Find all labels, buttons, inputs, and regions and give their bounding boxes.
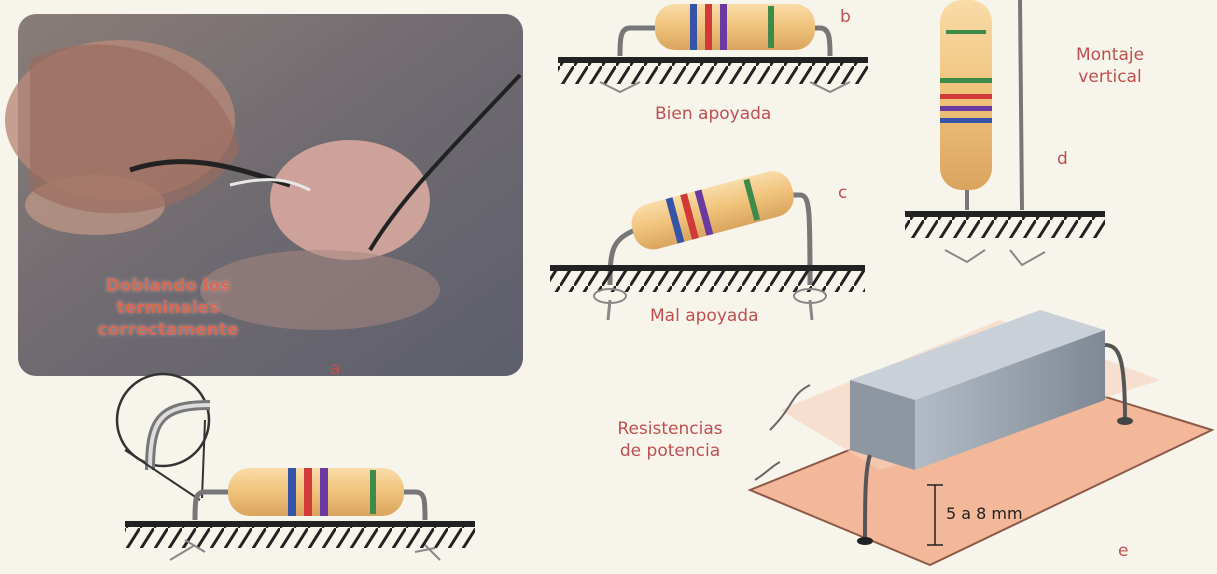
resistor-d xyxy=(905,0,1105,265)
montaje-vertical-label: Montaje vertical xyxy=(1060,44,1160,88)
photo-caption-line2: terminales xyxy=(68,297,268,319)
resistencias-potencia-label: Resistencias de potencia xyxy=(600,418,740,462)
photo-caption-line1: Doblando los xyxy=(68,275,268,297)
montaje-line1: Montaje xyxy=(1060,44,1160,66)
potencia-line1: Resistencias xyxy=(600,418,740,440)
letter-b: b xyxy=(840,6,851,28)
bien-apoyada-label: Bien apoyada xyxy=(655,103,771,125)
mal-apoyada-label: Mal apoyada xyxy=(650,305,759,327)
resistor-body xyxy=(228,468,404,516)
photo-caption-line3: correctamente xyxy=(68,319,268,341)
resistor-c xyxy=(550,167,865,320)
letter-a: a xyxy=(330,358,340,380)
resistor-body xyxy=(655,4,815,50)
montaje-line2: vertical xyxy=(1060,66,1160,88)
letter-d: d xyxy=(1057,148,1068,170)
potencia-line2: de potencia xyxy=(600,440,740,462)
resistor-b xyxy=(558,4,868,92)
resistor-a xyxy=(117,374,475,560)
photo-caption: Doblando los terminales correctamente xyxy=(68,275,268,341)
resistor-body xyxy=(627,167,798,254)
height-note: 5 a 8 mm xyxy=(946,503,1023,525)
power-resistor-e xyxy=(750,310,1212,565)
letter-e: e xyxy=(1118,540,1128,562)
letter-c: c xyxy=(838,182,847,204)
